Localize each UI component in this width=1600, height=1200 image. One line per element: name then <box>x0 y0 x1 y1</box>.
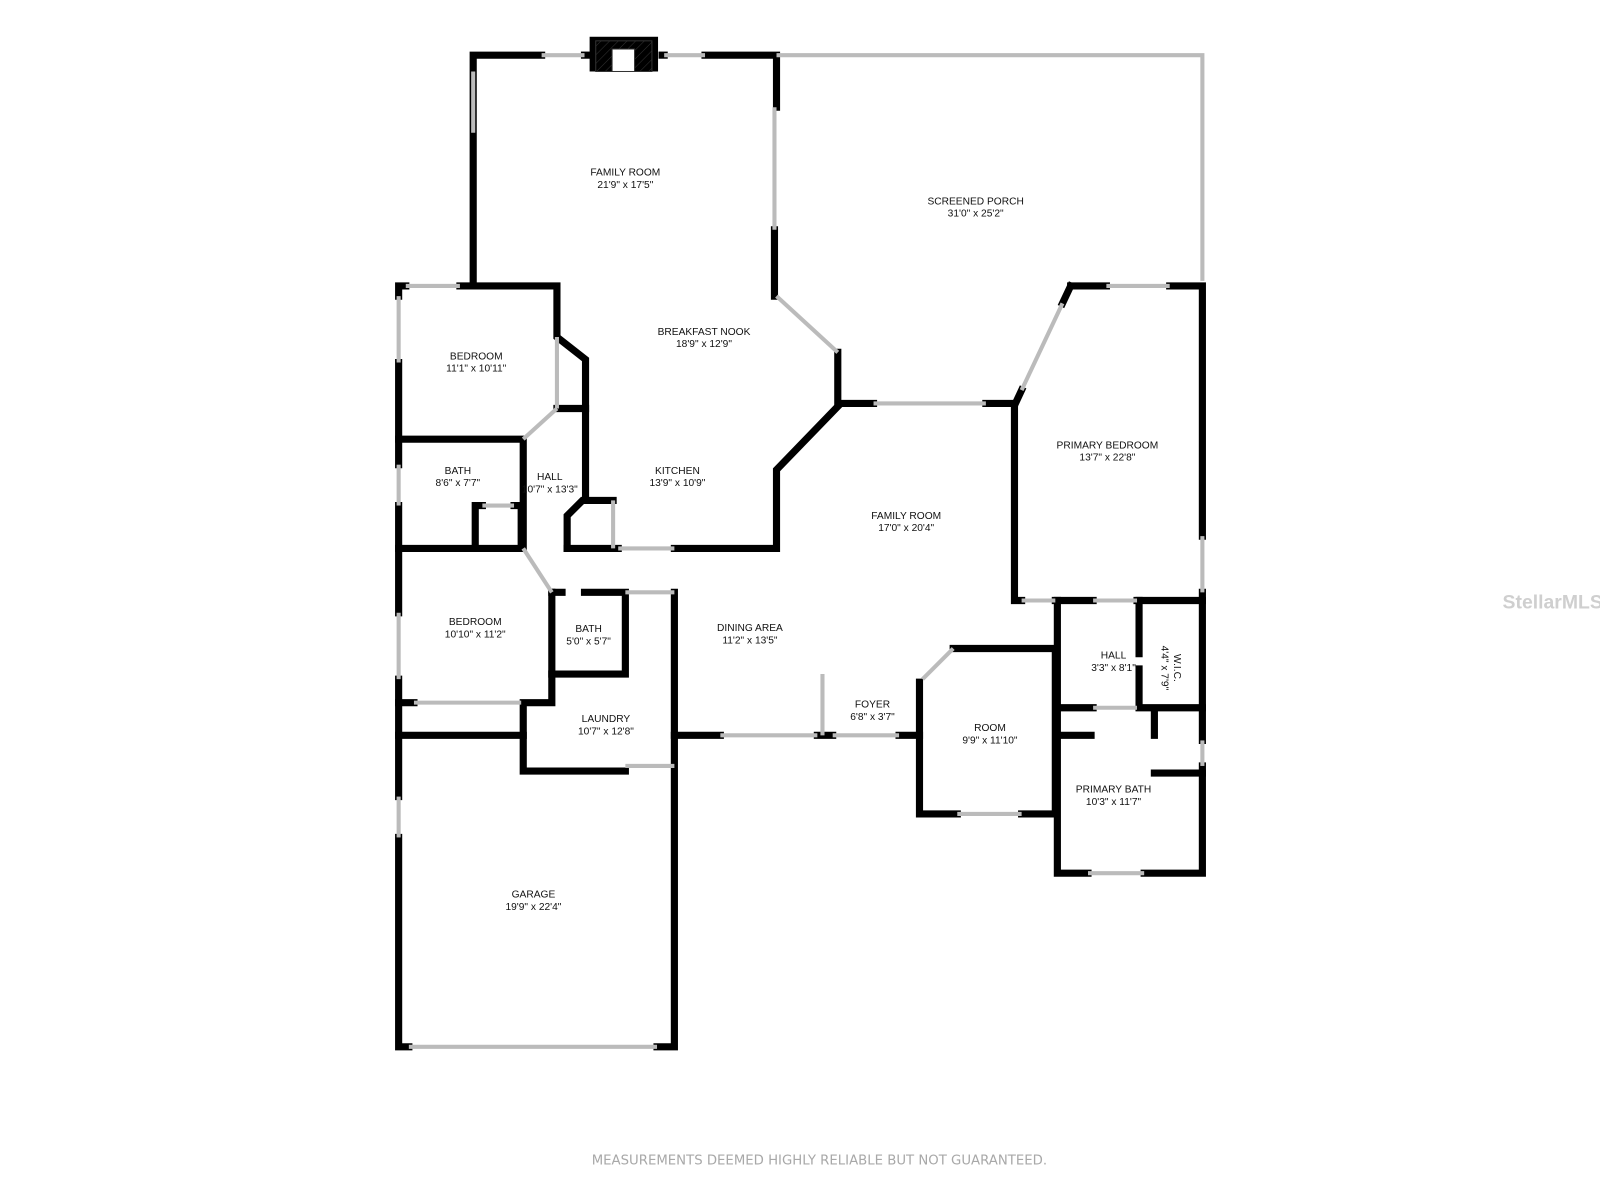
room-dimensions: 13'9" x 10'9" <box>649 478 705 489</box>
room-name: ROOM <box>974 723 1006 734</box>
wall <box>510 501 525 552</box>
room-dimensions: 9'9" x 11'10" <box>962 735 1018 746</box>
wall <box>469 51 546 290</box>
stellarmls-watermark: StellarMLS <box>1503 592 1600 614</box>
room-name: FAMILY ROOM <box>590 168 660 179</box>
room-dimensions: 4'4" x 7'9" <box>1159 646 1170 691</box>
room-name: FAMILY ROOM <box>871 511 941 522</box>
room-name: BREAKFAST NOOK <box>658 327 751 338</box>
room-dimensions: 18'9" x 12'9" <box>676 339 732 350</box>
window-opening <box>921 647 955 681</box>
room-name: GARAGE <box>512 890 556 901</box>
room-name: BATH <box>575 624 601 635</box>
walls <box>395 51 1206 1051</box>
room-dimensions: 11'1" x 10'11" <box>446 364 506 375</box>
room-name: BEDROOM <box>450 351 503 362</box>
room-dimensions: 10'7" x 12'8" <box>578 726 634 737</box>
room-dimensions: 3'3" x 8'1" <box>1091 663 1136 674</box>
room-label: SCREENED PORCH 31'0" x 25'2" <box>927 196 1023 219</box>
room-dimensions: 17'0" x 20'4" <box>878 523 934 534</box>
wall <box>670 401 843 552</box>
wall <box>1057 281 1076 309</box>
window-opening <box>521 547 554 594</box>
wall <box>949 644 1059 818</box>
room-name: LAUNDRY <box>582 714 631 725</box>
room-dimensions: 6'8" x 3'7" <box>850 712 895 723</box>
wall <box>395 833 413 1051</box>
room-name: W.I.C. <box>1171 654 1182 682</box>
room-name: HALL <box>1101 651 1127 662</box>
wall <box>1010 385 1027 605</box>
room-label: BEDROOM 11'1" x 10'11" <box>446 351 506 374</box>
room-dimensions: 19'9" x 22'4" <box>505 902 561 913</box>
room-name: BEDROOM <box>449 617 502 628</box>
room-dimensions: 13'7" x 22'8" <box>1079 453 1135 464</box>
room-name: BATH <box>445 466 471 477</box>
wall <box>395 435 527 552</box>
room-name: SCREENED PORCH <box>927 196 1023 207</box>
room-dimensions: 10'7" x 13'3" <box>522 484 578 495</box>
room-name: DINING AREA <box>717 623 783 634</box>
room-dimensions: 21'9" x 17'5" <box>597 180 653 191</box>
room-name: KITCHEN <box>655 466 700 477</box>
wall <box>653 588 678 1051</box>
room-dimensions: 31'0" x 25'2" <box>948 209 1004 220</box>
wall <box>519 670 629 775</box>
window-opening <box>1019 302 1065 391</box>
room-dimensions: 5'0" x 5'7" <box>566 636 611 647</box>
room-label: W.I.C.4'4" x 7'9" <box>1159 646 1182 691</box>
wall <box>1053 704 1095 739</box>
room-dimensions: 8'6" x 7'7" <box>436 478 481 489</box>
wall <box>915 678 961 818</box>
room-dimensions: 10'10" x 11'2" <box>445 629 506 640</box>
wall <box>563 496 617 552</box>
room-name: PRIMARY BATH <box>1076 785 1151 796</box>
wall <box>395 282 410 300</box>
wall <box>1135 665 1206 712</box>
wall <box>1140 762 1206 877</box>
wall <box>1053 596 1097 712</box>
room-label: PRIMARY BEDROOM 13'7" x 22'8" <box>1057 440 1159 463</box>
wall <box>834 348 878 407</box>
wall <box>471 501 486 552</box>
room-dimensions: 11'2" x 13'5" <box>722 635 778 646</box>
room-name: FOYER <box>855 700 890 711</box>
wall <box>1166 282 1206 540</box>
window-opening <box>521 406 559 441</box>
window-opening <box>776 53 1205 281</box>
wall <box>548 588 629 678</box>
wall <box>1053 736 1092 877</box>
disclaimer-footer: MEASUREMENTS DEEMED HIGHLY RELIABLE BUT … <box>592 1153 1047 1168</box>
window-opening <box>775 294 840 354</box>
room-name: PRIMARY BEDROOM <box>1057 440 1159 451</box>
wall <box>701 51 781 111</box>
windows <box>396 53 1205 1049</box>
room-dimensions: 10'3" x 11'7" <box>1086 797 1142 808</box>
fireplace <box>589 36 659 72</box>
room-name: HALL <box>537 472 563 483</box>
